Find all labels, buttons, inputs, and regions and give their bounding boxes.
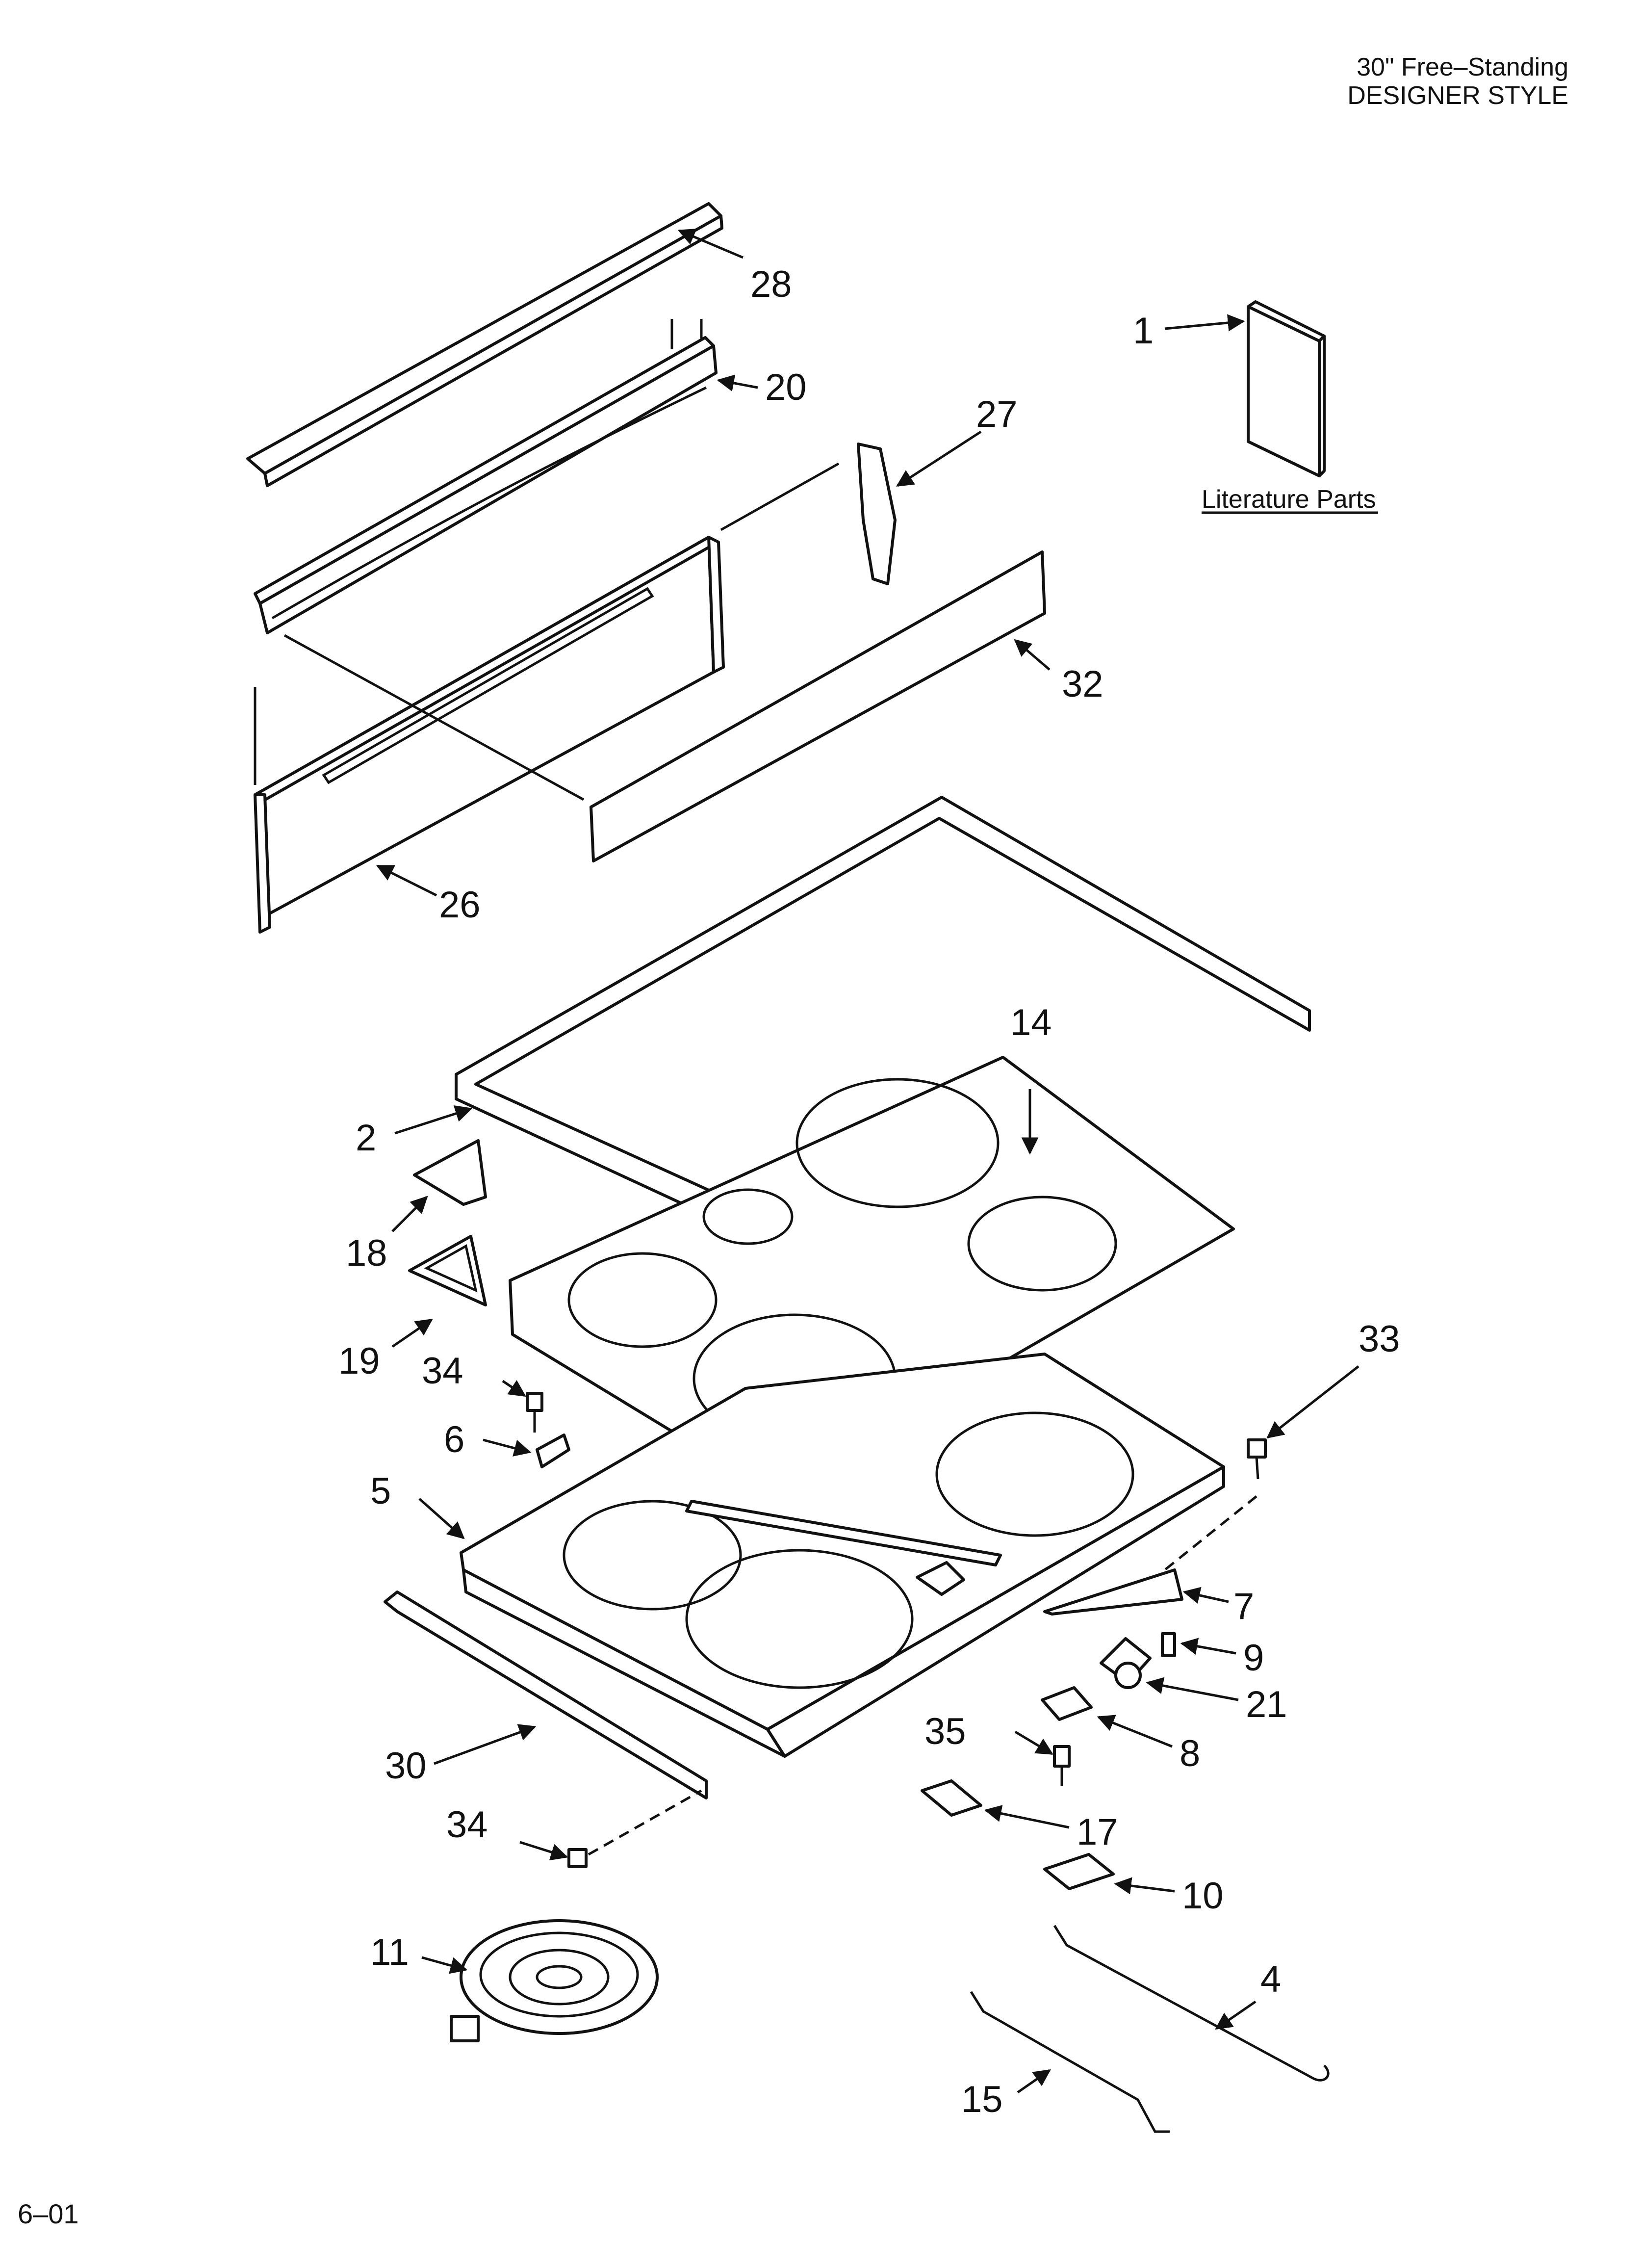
- callout-labels: 28 20 1 27 32 26 14 2 18 19 33 34 6 5 7 …: [338, 263, 1400, 2120]
- callout-5: 5: [370, 1470, 391, 1512]
- part-34-screw-lower: [567, 1789, 702, 1868]
- part-2-frame: [455, 796, 1311, 1284]
- part-34-screw-upper: [526, 1392, 543, 1433]
- header-line-2: DESIGNER STYLE: [1347, 81, 1568, 110]
- callout-34-upper: 34: [422, 1350, 463, 1392]
- callout-27: 27: [976, 393, 1018, 435]
- part-32-panel-strip: [590, 550, 1046, 862]
- callout-21: 21: [1246, 1684, 1287, 1725]
- callout-30: 30: [385, 1745, 427, 1787]
- callout-15: 15: [961, 2079, 1003, 2120]
- footer-code: 6–01: [18, 2198, 79, 2229]
- part-28-trim: [246, 202, 723, 487]
- part-10-switch: [1043, 1853, 1115, 1890]
- callout-14: 14: [1010, 1002, 1052, 1043]
- callout-35: 35: [924, 1711, 966, 1752]
- callout-28: 28: [750, 263, 792, 305]
- part-30-lower-trim: [384, 1590, 708, 1799]
- part-26-back-panel: [254, 462, 840, 934]
- callout-6: 6: [444, 1419, 464, 1460]
- part-35-screw: [1053, 1745, 1071, 1786]
- part-15-rod: [970, 1991, 1170, 2133]
- part-5-burner-box: [460, 1353, 1225, 1758]
- callout-32: 32: [1062, 663, 1103, 705]
- header-line-1: 30" Free–Standing: [1357, 53, 1568, 81]
- part-9-screw: [1161, 1632, 1176, 1657]
- part-6-clip: [536, 1434, 570, 1468]
- callout-19: 19: [338, 1340, 380, 1382]
- part-11-radiant-element: [450, 1919, 659, 2042]
- part-18-control-knob: [413, 1139, 487, 1206]
- part-20-bracket: [254, 319, 718, 634]
- part-4-rod: [1053, 1925, 1330, 2082]
- leader-lines: [376, 229, 1360, 2094]
- part-27-clip: [857, 443, 897, 585]
- callout-10: 10: [1182, 1875, 1224, 1917]
- part-7-bracket: [1043, 1568, 1183, 1616]
- callout-17: 17: [1077, 1811, 1118, 1853]
- callout-8: 8: [1180, 1733, 1200, 1774]
- part-17-sensor: [921, 1779, 982, 1817]
- callout-9: 9: [1243, 1637, 1264, 1679]
- callout-18: 18: [346, 1232, 387, 1274]
- literature-caption: Literature Parts: [1202, 485, 1376, 514]
- callout-33: 33: [1359, 1318, 1400, 1360]
- callout-26: 26: [439, 884, 481, 926]
- part-33-screw: [1164, 1438, 1267, 1571]
- part-1-literature: [1247, 300, 1326, 477]
- callout-7: 7: [1233, 1586, 1254, 1627]
- callout-2: 2: [356, 1117, 376, 1159]
- callout-11: 11: [370, 1931, 409, 1973]
- callout-34-lower: 34: [446, 1804, 488, 1846]
- part-19-gasket: [408, 1235, 487, 1306]
- part-8-bracket: [1041, 1686, 1093, 1721]
- callout-1: 1: [1133, 310, 1154, 352]
- callout-20: 20: [765, 366, 807, 408]
- part-21-thermostat: [1100, 1637, 1152, 1689]
- page-header: 30" Free–Standing DESIGNER STYLE: [1347, 53, 1568, 110]
- callout-4: 4: [1260, 1958, 1281, 2000]
